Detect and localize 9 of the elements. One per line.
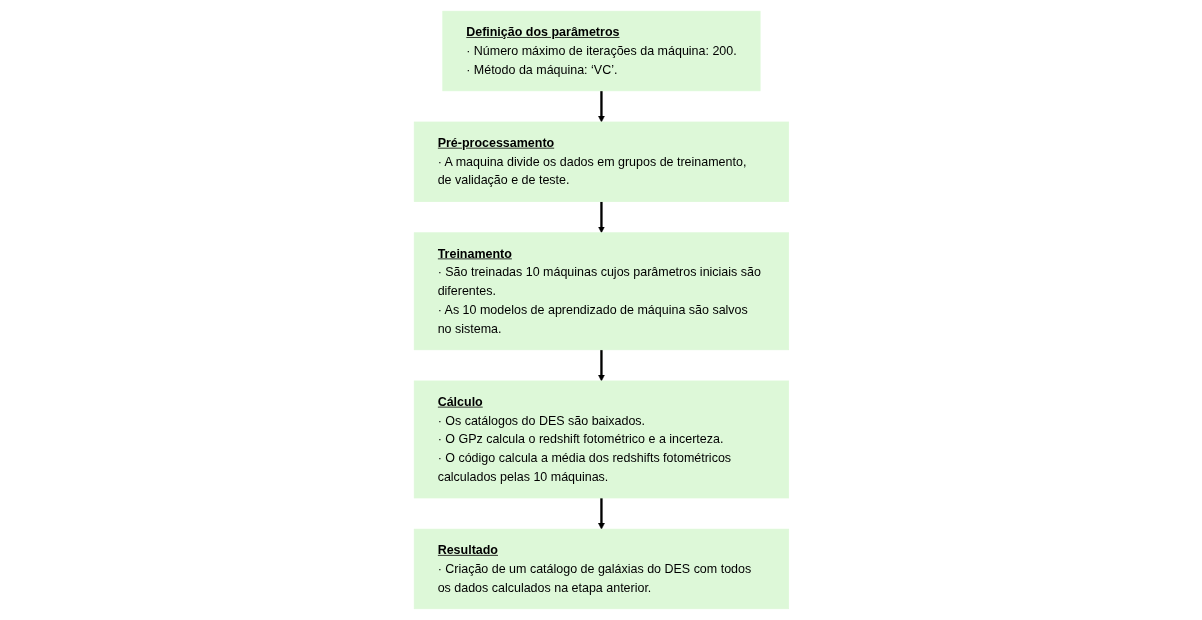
node-box: Treinamento · São treinadas 10 máquinas cujos parâmetros iniciais são diferentes. · As 10 modelos de aprendizado de máquina são salvos no sistema.: [413, 232, 789, 351]
arrow: [597, 349, 605, 382]
arrow: [597, 90, 605, 123]
node-box: Definição dos parâmetros · Número máximo de iterações da máquina: 200. · Método da máquina: ‘VC’.: [441, 10, 761, 92]
node-box: Cálculo · Os catálogos do DES são baixados. · O GPz calcula o redshift fotométrico e a incerteza. · O código calcula a média dos redshifts fotométricos calculados pelas 10 máquinas.: [413, 380, 789, 499]
arrow: [597, 498, 605, 530]
node-box: Resultado · Criação de um catálogo de galáxias do DES com todos os dados calculados na etapa anterior.: [413, 528, 789, 610]
node-box: Pré-processamento · A maquina divide os dados em grupos de treinamento, de validação e de teste.: [413, 121, 789, 202]
arrow: [597, 201, 605, 234]
